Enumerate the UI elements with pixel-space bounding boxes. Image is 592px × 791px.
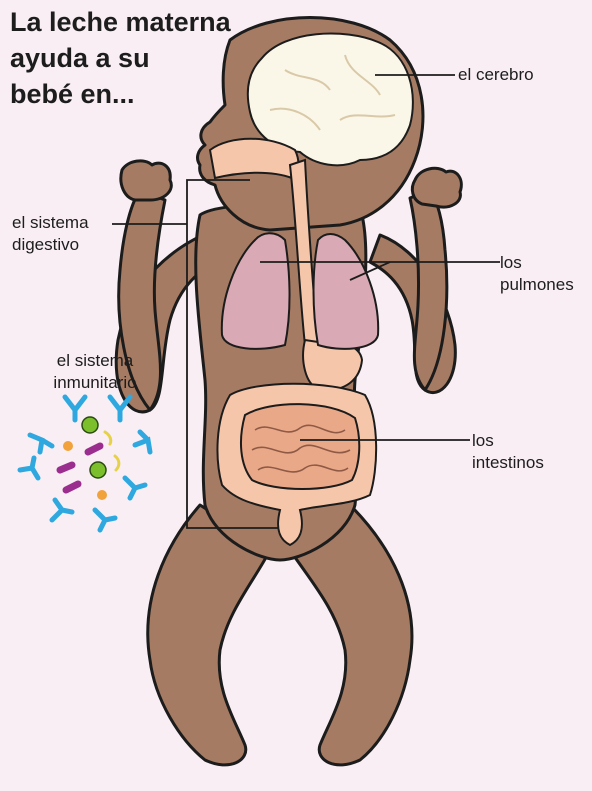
rod-icons xyxy=(105,432,119,470)
immune-cluster xyxy=(20,397,150,530)
label-intestines-line-2: intestinos xyxy=(472,452,544,474)
infographic-title: La leche materna ayuda a su bebé en... xyxy=(10,4,260,112)
label-lungs-line-1: los xyxy=(500,252,574,274)
title-line-3: bebé en... xyxy=(10,76,260,112)
antibody-icons xyxy=(20,397,150,530)
small-intestine xyxy=(241,404,359,489)
label-intestines-line-1: los xyxy=(472,430,544,452)
right-lung xyxy=(314,234,379,349)
virus-icon xyxy=(90,462,106,478)
label-digestive: el sistema digestivo xyxy=(12,212,89,256)
label-immune-line-2: inmunitario xyxy=(40,372,150,394)
title-line-1: La leche materna xyxy=(10,4,260,40)
label-intestines: los intestinos xyxy=(472,430,544,474)
cell-icon xyxy=(97,490,107,500)
title-line-2: ayuda a su xyxy=(10,40,260,76)
label-lungs-line-2: pulmones xyxy=(500,274,574,296)
virus-icon xyxy=(82,417,98,433)
right-fist xyxy=(412,168,461,207)
label-immune: el sistema inmunitario xyxy=(40,350,150,394)
label-immune-line-1: el sistema xyxy=(40,350,150,372)
left-fist xyxy=(121,161,171,200)
oral-cavity xyxy=(210,139,298,178)
label-digestive-line-2: digestivo xyxy=(12,234,89,256)
label-digestive-line-1: el sistema xyxy=(12,212,89,234)
label-lungs: los pulmones xyxy=(500,252,574,296)
cell-icon xyxy=(63,441,73,451)
label-brain: el cerebro xyxy=(458,64,534,86)
